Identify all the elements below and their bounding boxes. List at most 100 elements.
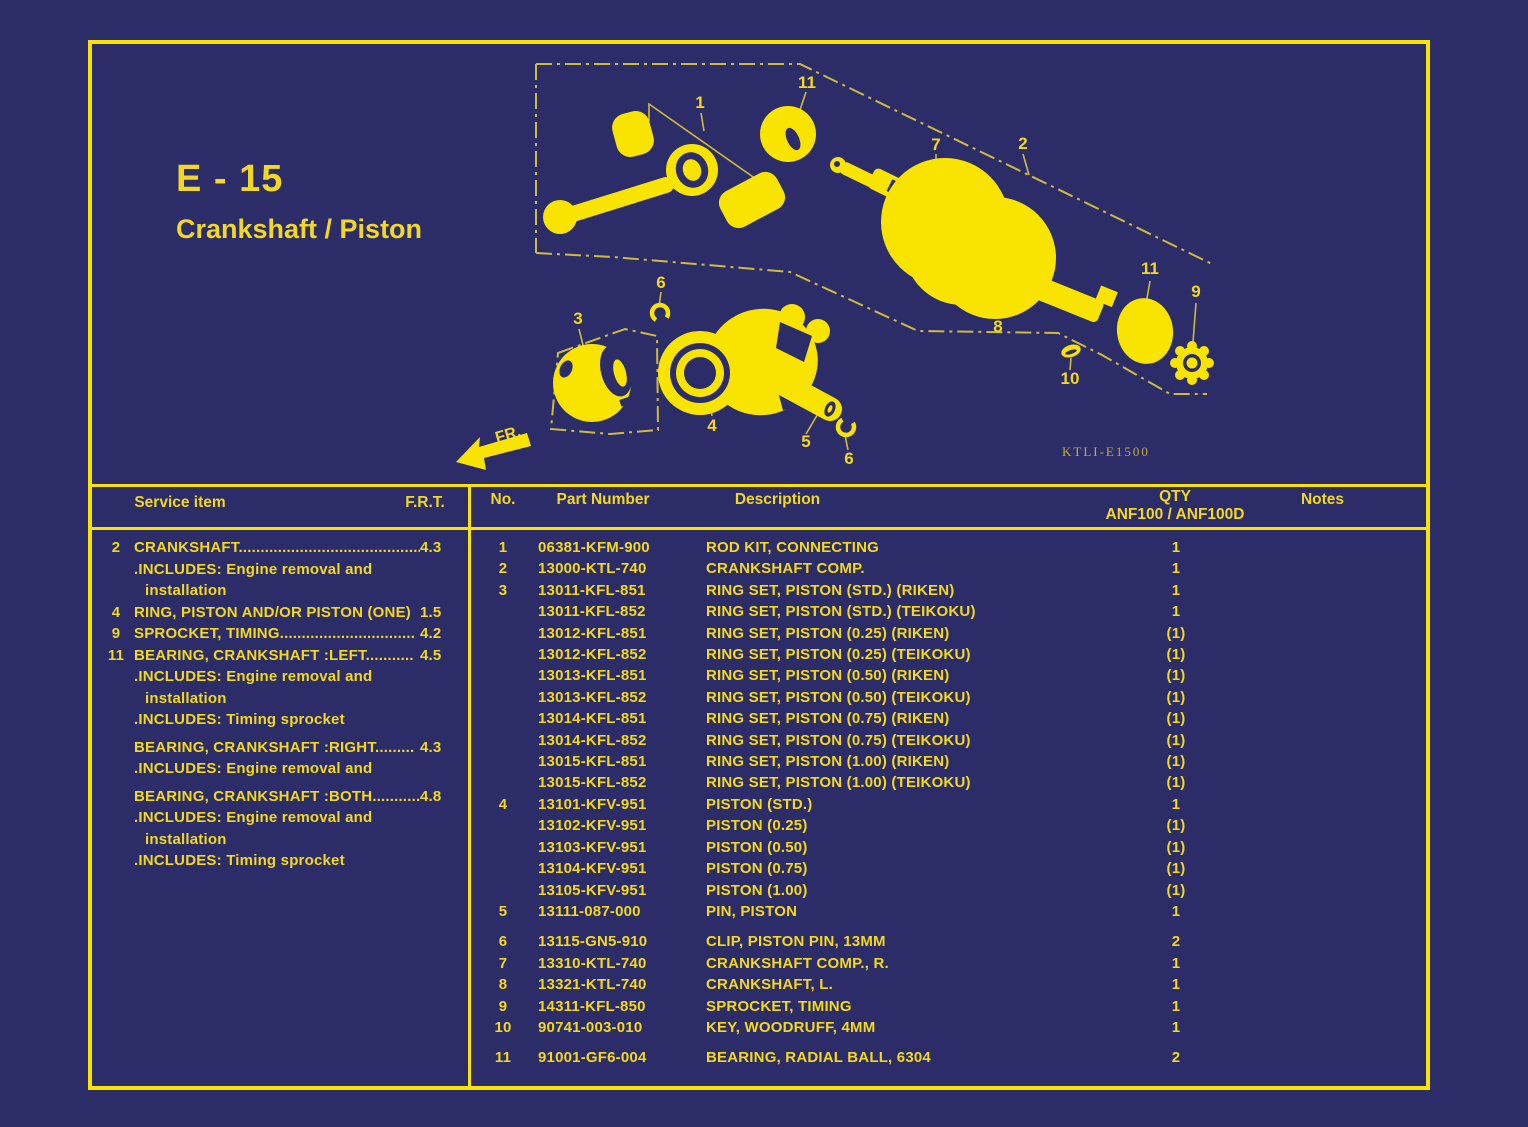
part-ref-no: 9 <box>498 997 508 1015</box>
service-item-text: BEARING, CRANKSHAFT :RIGHT......... <box>134 738 415 756</box>
part-qty: 1 <box>1171 976 1181 994</box>
part-ref-no <box>468 708 538 729</box>
service-row: .INCLUDES: Engine removal and <box>98 807 460 829</box>
service-ref-no <box>98 559 134 581</box>
qty-header: QTY <box>1159 488 1191 505</box>
service-item-text: .INCLUDES: Timing sprocket <box>134 711 345 728</box>
part-description: CLIP, PISTON PIN, 13MM <box>706 933 886 951</box>
part-qty: 1 <box>1171 997 1181 1015</box>
part-description: ROD KIT, CONNECTING <box>706 539 879 556</box>
service-row: 4 RING, PISTON AND/OR PISTON (ONE) 1.5 <box>98 602 460 624</box>
service-item-text: installation <box>145 830 227 848</box>
part-notes <box>1301 623 1430 644</box>
part-qty: 1 <box>1171 581 1181 599</box>
service-frt-value <box>420 758 460 780</box>
description-header: Description <box>734 491 821 508</box>
part-number: 13103-KFV-951 <box>538 838 647 856</box>
part-ref-no <box>468 687 538 708</box>
service-frt-value <box>420 688 460 710</box>
part-ref-no <box>468 623 538 644</box>
part-number: 13013-KFL-852 <box>538 688 647 706</box>
part-notes <box>1301 580 1430 601</box>
part-ref-no: 5 <box>498 902 508 920</box>
part-number: 06381-KFM-900 <box>538 539 650 556</box>
service-item-text: CRANKSHAFT..............................… <box>134 539 420 556</box>
part-ref-no <box>468 730 538 751</box>
service-item-text: RING, PISTON AND/OR PISTON (ONE) <box>134 603 411 621</box>
part-description: SPROCKET, TIMING <box>706 997 852 1015</box>
part-description: RING SET, PISTON (0.25) (TEIKOKU) <box>706 646 971 664</box>
part-qty: (1) <box>1166 774 1186 792</box>
part-ref-no: 11 <box>494 1049 512 1067</box>
page-frame <box>88 40 1430 1090</box>
part-qty: 1 <box>1171 954 1181 972</box>
service-ref-no: 11 <box>107 646 125 664</box>
part-description: RING SET, PISTON (0.50) (RIKEN) <box>706 667 950 685</box>
part-description: CRANKSHAFT, L. <box>706 976 833 994</box>
service-ref-no <box>98 758 134 780</box>
part-notes <box>1301 558 1430 579</box>
part-qty: (1) <box>1166 624 1186 642</box>
part-notes <box>1301 858 1430 879</box>
part-description: KEY, WOODRUFF, 4MM <box>706 1018 876 1036</box>
table-divider-rule <box>468 484 471 1090</box>
part-qty: (1) <box>1166 667 1186 685</box>
service-item-text: .INCLUDES: Engine removal and <box>134 560 373 578</box>
service-frt-value <box>420 850 460 872</box>
part-notes <box>1301 996 1430 1017</box>
part-qty: 1 <box>1171 795 1181 813</box>
part-ref-no: 10 <box>494 1018 512 1036</box>
part-qty: (1) <box>1166 753 1186 771</box>
part-number: 13310-KTL-740 <box>538 954 647 972</box>
service-frt-value <box>420 709 460 731</box>
part-ref-no <box>468 751 538 772</box>
service-ref-no: 9 <box>111 625 121 642</box>
part-qty: (1) <box>1166 688 1186 706</box>
part-qty: (1) <box>1166 710 1186 728</box>
part-description: PIN, PISTON <box>706 902 798 920</box>
service-item-text: BEARING, CRANKSHAFT :LEFT........... <box>134 646 414 664</box>
part-notes <box>1301 1017 1430 1038</box>
part-notes <box>1301 931 1430 952</box>
service-ref-no <box>98 786 134 808</box>
service-row: BEARING, CRANKSHAFT :BOTH...........4.8 <box>98 786 460 808</box>
parts-row: 13013-KFL-852 RING SET, PISTON (0.50) (TE… <box>468 687 1430 708</box>
service-row: installation <box>98 829 460 851</box>
part-description: PISTON (1.00) <box>706 881 808 899</box>
service-item-text: BEARING, CRANKSHAFT :BOTH........... <box>134 787 420 805</box>
part-number: 13011-KFL-851 <box>538 581 646 599</box>
part-description: RING SET, PISTON (0.50) (TEIKOKU) <box>706 688 971 706</box>
service-frt-value: 1.5 <box>420 603 442 621</box>
service-ref-no <box>98 709 134 731</box>
part-number: 13011-KFL-852 <box>538 603 646 621</box>
part-notes <box>1301 665 1430 686</box>
part-description: CRANKSHAFT COMP. <box>706 560 865 578</box>
part-description: PISTON (0.50) <box>706 838 808 856</box>
notes-header: Notes <box>1300 491 1345 508</box>
service-ref-no: 4 <box>111 603 121 621</box>
part-notes <box>1301 837 1430 858</box>
service-item-header: Service item <box>134 494 226 511</box>
part-number: 13015-KFL-851 <box>538 753 647 771</box>
part-number: 13115-GN5-910 <box>538 933 648 951</box>
service-ref-no <box>98 666 134 688</box>
service-frt-value: 4.2 <box>420 625 442 642</box>
service-item-text: .INCLUDES: Engine removal and <box>134 668 373 685</box>
service-row: .INCLUDES: Timing sprocket <box>98 709 460 731</box>
